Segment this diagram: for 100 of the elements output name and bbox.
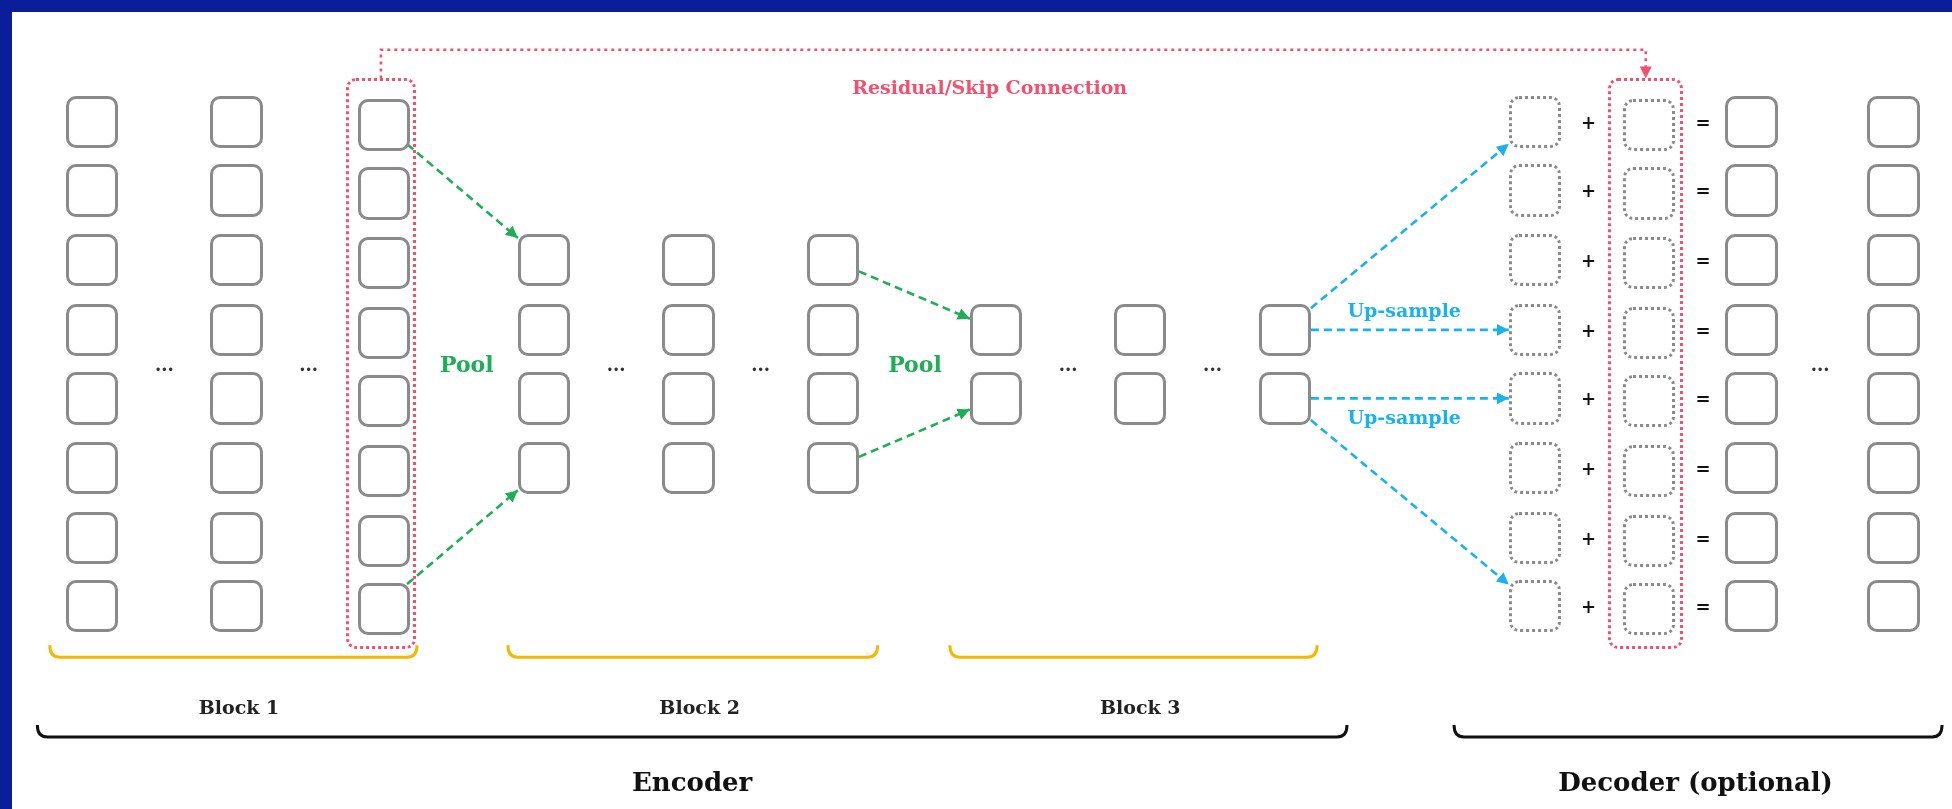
unit-box bbox=[1508, 511, 1562, 564]
unit-box bbox=[1867, 441, 1920, 495]
unit-box bbox=[357, 167, 411, 220]
unit-box bbox=[1867, 234, 1920, 287]
unit-box bbox=[1622, 98, 1675, 152]
highlight-outline bbox=[1608, 78, 1684, 649]
ellipsis: ... bbox=[751, 353, 771, 374]
highlight-outline bbox=[346, 78, 416, 649]
unit-box bbox=[357, 444, 411, 498]
unit-box bbox=[806, 234, 859, 287]
block-label: Block 1 bbox=[198, 696, 280, 719]
unit-box bbox=[210, 303, 263, 357]
unit-box bbox=[1867, 303, 1920, 357]
plus-sign: + bbox=[1580, 319, 1597, 341]
unit-box bbox=[1622, 237, 1675, 290]
unit-box bbox=[65, 95, 119, 149]
equals-sign: = bbox=[1695, 111, 1711, 133]
unit-box bbox=[210, 441, 263, 495]
unit-box bbox=[357, 98, 411, 152]
unit-box bbox=[357, 514, 411, 567]
plus-sign: + bbox=[1580, 249, 1597, 271]
unit-box bbox=[662, 441, 715, 495]
unit-box bbox=[357, 237, 411, 290]
equals-sign: = bbox=[1695, 319, 1711, 341]
unit-box bbox=[1508, 95, 1562, 149]
unit-box bbox=[1622, 306, 1675, 359]
unit-box bbox=[357, 583, 411, 636]
unit-box bbox=[517, 303, 571, 357]
unit-box bbox=[806, 441, 859, 495]
unit-box bbox=[1508, 580, 1562, 633]
ellipsis: ... bbox=[606, 353, 626, 374]
plus-sign: + bbox=[1580, 179, 1597, 201]
unit-box bbox=[65, 511, 119, 564]
unit-box bbox=[1508, 303, 1562, 357]
unit-box bbox=[517, 372, 571, 425]
section-label: Encoder bbox=[632, 766, 753, 797]
unit-box bbox=[1622, 583, 1675, 636]
plus-sign: + bbox=[1580, 527, 1597, 549]
arrow bbox=[858, 270, 971, 320]
equals-sign: = bbox=[1695, 457, 1711, 479]
plus-sign: + bbox=[1580, 387, 1597, 409]
equals-sign: = bbox=[1695, 249, 1711, 271]
unit-box bbox=[1867, 164, 1920, 217]
plus-sign: + bbox=[1580, 111, 1597, 133]
plus-sign: + bbox=[1580, 595, 1597, 617]
unit-box bbox=[65, 164, 119, 217]
unit-box bbox=[65, 580, 119, 633]
unit-box bbox=[969, 303, 1023, 357]
unit-box bbox=[806, 303, 859, 357]
unit-box bbox=[517, 234, 571, 287]
unit-box bbox=[1508, 372, 1562, 425]
unit-box bbox=[1867, 372, 1920, 425]
unit-box bbox=[357, 375, 411, 428]
unit-box bbox=[1508, 441, 1562, 495]
block-label: Block 3 bbox=[1100, 696, 1181, 719]
unit-box bbox=[1622, 375, 1675, 428]
ellipsis: ... bbox=[299, 353, 319, 374]
unit-box bbox=[517, 441, 571, 495]
unit-box bbox=[210, 234, 263, 287]
arrow bbox=[379, 48, 1652, 79]
unit-box bbox=[210, 164, 263, 217]
unit-box bbox=[1725, 511, 1778, 564]
unit-box bbox=[662, 372, 715, 425]
pool-label: Pool bbox=[440, 350, 494, 377]
unit-box bbox=[1725, 372, 1778, 425]
arrow bbox=[1310, 392, 1509, 405]
arrow bbox=[1310, 142, 1510, 310]
unit-box bbox=[65, 234, 119, 287]
plus-sign: + bbox=[1580, 457, 1597, 479]
pool-label: Pool bbox=[888, 350, 942, 377]
unit-box bbox=[1508, 234, 1562, 287]
arrow bbox=[1310, 323, 1509, 336]
unit-box bbox=[1622, 167, 1675, 220]
unit-box bbox=[662, 303, 715, 357]
ellipsis: ... bbox=[1058, 353, 1078, 374]
unit-box bbox=[1725, 580, 1778, 633]
unit-box bbox=[65, 372, 119, 425]
ellipsis: ... bbox=[1203, 353, 1222, 374]
arrow bbox=[406, 143, 519, 240]
equals-sign: = bbox=[1695, 179, 1711, 201]
unit-box bbox=[1508, 164, 1562, 217]
ellipsis: ... bbox=[154, 353, 174, 374]
arrow bbox=[858, 408, 971, 459]
equals-sign: = bbox=[1695, 527, 1711, 549]
unit-box bbox=[65, 441, 119, 495]
section-label: Decoder (optional) bbox=[1558, 766, 1833, 797]
unit-box bbox=[1867, 95, 1920, 149]
unit-box bbox=[210, 372, 263, 425]
unit-box bbox=[210, 95, 263, 149]
unit-box bbox=[1114, 372, 1167, 425]
unit-box bbox=[1114, 303, 1167, 357]
unit-box bbox=[210, 511, 263, 564]
unit-box bbox=[969, 372, 1023, 425]
block-label: Block 2 bbox=[659, 696, 740, 719]
unit-box bbox=[1725, 234, 1778, 287]
unit-box bbox=[65, 303, 119, 357]
unit-box bbox=[806, 372, 859, 425]
unit-box bbox=[210, 580, 263, 633]
equals-sign: = bbox=[1695, 387, 1711, 409]
arrow bbox=[406, 489, 519, 586]
